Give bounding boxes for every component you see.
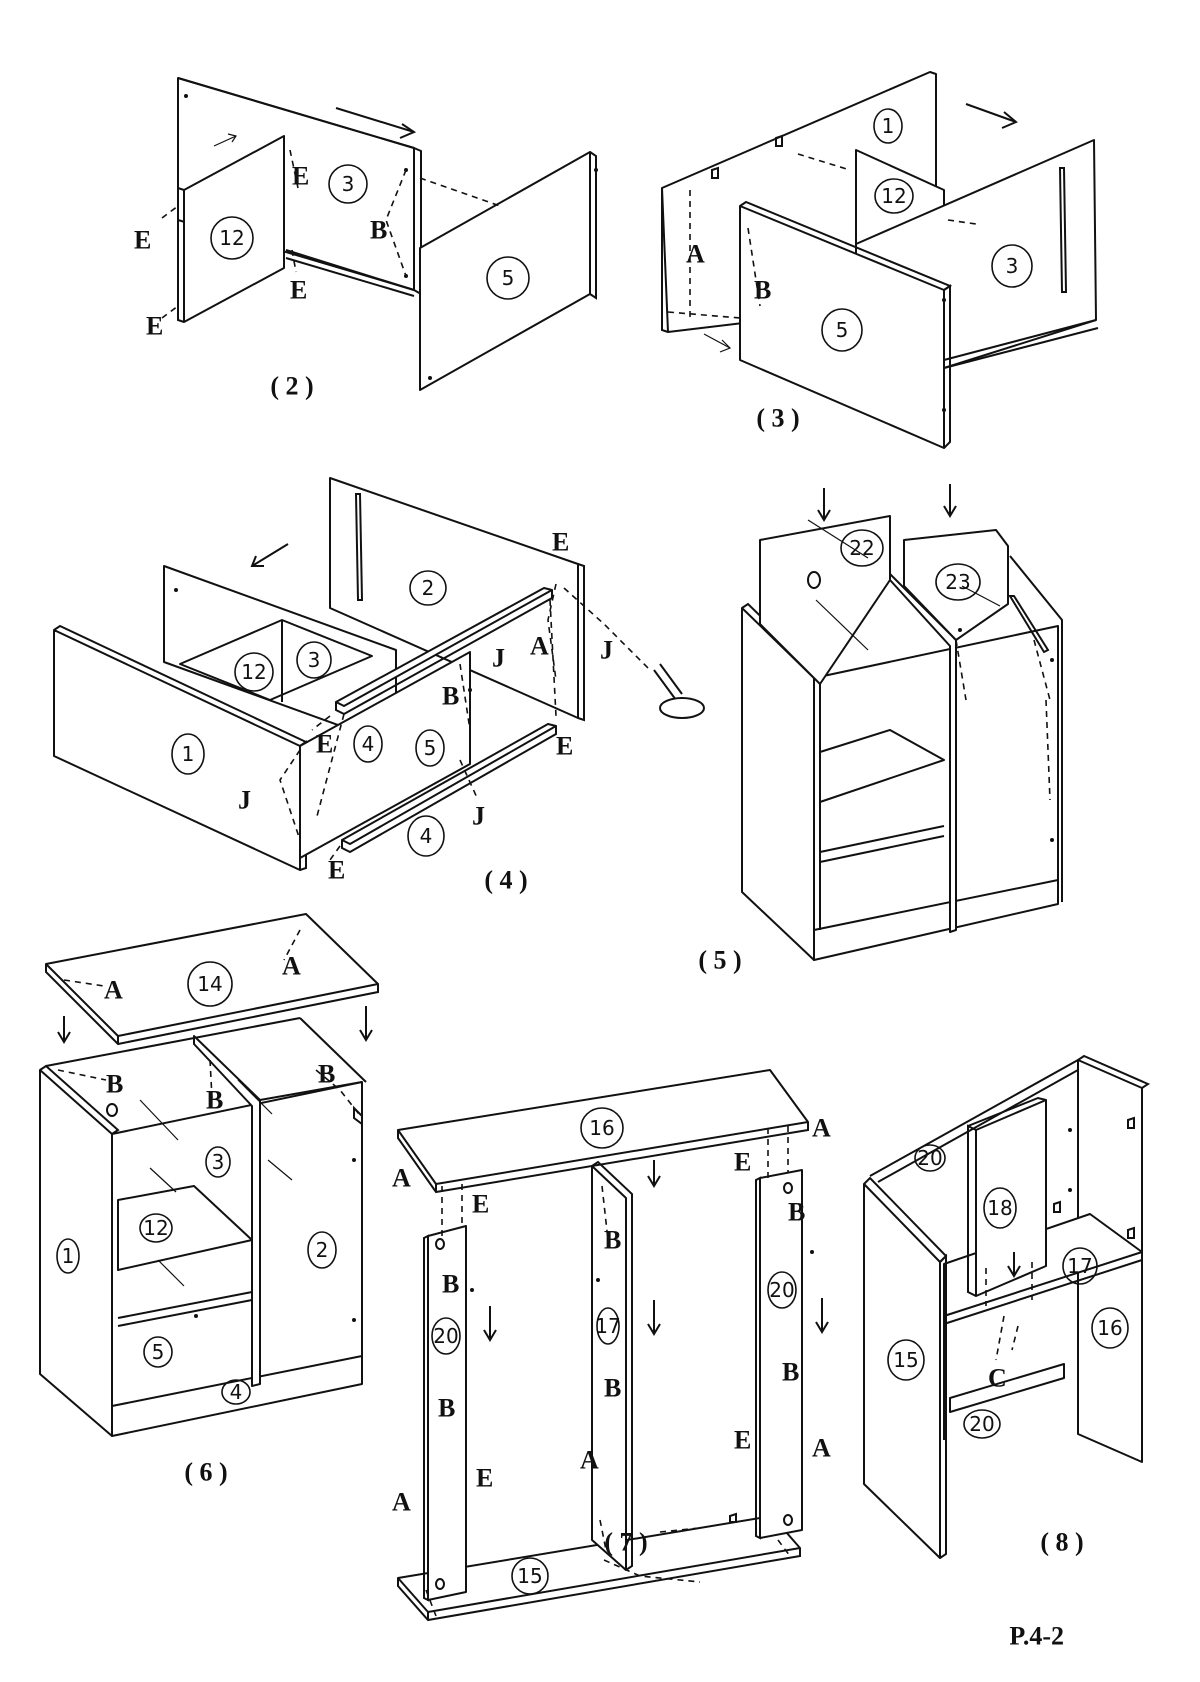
step-6-part-14: 14	[197, 972, 222, 996]
step-2-diagram: 12 3 5 E E E E B ( 2 )	[134, 77, 598, 401]
label-A: A	[686, 240, 705, 269]
label-B: B	[370, 216, 387, 245]
panel-23	[903, 529, 1009, 641]
label-A: A	[104, 976, 123, 1005]
label-E: E	[472, 1190, 489, 1219]
panel-5	[299, 651, 471, 859]
step-3-part-3: 3	[1006, 254, 1019, 278]
step-4-label: ( 4 )	[484, 866, 527, 895]
step-5-part-23: 23	[945, 570, 970, 594]
step-8-part-18: 18	[987, 1196, 1012, 1220]
step-6-part-4: 4	[230, 1380, 243, 1404]
step-6-diagram: 14 1 3 12 2 5 4 A A B B B ( 6 )	[39, 913, 379, 1487]
step-4-part-2: 2	[422, 576, 435, 600]
label-E: E	[134, 226, 151, 255]
step-4-part-4: 4	[420, 824, 433, 848]
label-E: E	[316, 730, 333, 759]
step-7-part-15: 15	[517, 1564, 542, 1588]
label-B: B	[788, 1198, 805, 1227]
step-4-part-3: 3	[308, 648, 321, 672]
step-7-part-20: 20	[769, 1278, 794, 1302]
label-C: C	[988, 1364, 1007, 1393]
label-B: B	[438, 1394, 455, 1423]
step-4-part-5: 5	[424, 736, 437, 760]
step-2-part-3: 3	[342, 172, 355, 196]
step-6-part-12: 12	[143, 1216, 168, 1240]
step-2-label: ( 2 )	[270, 372, 313, 401]
step-8-part-15: 15	[893, 1348, 918, 1372]
label-E: E	[328, 856, 345, 885]
step-6-part-5: 5	[152, 1340, 165, 1364]
step-6-part-2: 2	[316, 1238, 329, 1262]
step-8-part-16: 16	[1097, 1316, 1122, 1340]
label-E: E	[292, 162, 309, 191]
label-J: J	[600, 636, 613, 665]
step-7-part-16: 16	[589, 1116, 614, 1140]
page-number: P.4-2	[1009, 1622, 1064, 1651]
label-B: B	[754, 276, 771, 305]
label-E: E	[476, 1464, 493, 1493]
label-E: E	[552, 528, 569, 557]
step-3-part-12: 12	[881, 184, 906, 208]
step-3-diagram: 1 12 3 5 A B ( 3 )	[661, 71, 1099, 449]
label-E: E	[556, 732, 573, 761]
step-3-part-5: 5	[836, 318, 849, 342]
step-4-diagram: 2 12 3 1 4 5 4 E J A J B E E J J E ( 4 )	[53, 477, 705, 895]
label-A: A	[392, 1164, 411, 1193]
step-6-label: ( 6 )	[184, 1458, 227, 1487]
label-A: A	[812, 1434, 831, 1463]
step-5-label: ( 5 )	[698, 946, 741, 975]
label-J: J	[238, 786, 251, 815]
step-2-part-12: 12	[219, 226, 244, 250]
step-2-part-5: 5	[502, 266, 515, 290]
step-4-part-12: 12	[241, 660, 266, 684]
step-3-part-1: 1	[882, 114, 895, 138]
step-5-part-22: 22	[849, 536, 874, 560]
label-B: B	[442, 682, 459, 711]
step-4-part-1: 1	[182, 742, 195, 766]
label-B: B	[106, 1070, 123, 1099]
step-8-diagram: 20 18 17 15 16 20 C ( 8 )	[863, 1054, 1151, 1559]
label-E: E	[734, 1148, 751, 1177]
label-B: B	[782, 1358, 799, 1387]
panel-1	[39, 1069, 113, 1437]
label-E: E	[290, 276, 307, 305]
step-7-part-20: 20	[433, 1324, 458, 1348]
step-7-label: ( 7 )	[604, 1528, 647, 1557]
step-5-diagram: 22 23 ( 5 )	[698, 484, 1063, 975]
label-E: E	[734, 1426, 751, 1455]
step-6-part-3: 3	[212, 1150, 225, 1174]
step-8-part-20: 20	[969, 1412, 994, 1436]
panel-2	[259, 1081, 363, 1101]
step-3-label: ( 3 )	[756, 404, 799, 433]
label-B: B	[604, 1374, 621, 1403]
step-8-label: ( 8 )	[1040, 1528, 1083, 1557]
step-6-part-1: 1	[62, 1244, 75, 1268]
label-J: J	[492, 644, 505, 673]
panel-22	[759, 515, 891, 685]
step-8-part-17: 17	[1067, 1254, 1092, 1278]
label-B: B	[442, 1270, 459, 1299]
label-B: B	[206, 1086, 223, 1115]
label-B: B	[604, 1226, 621, 1255]
panel-12	[183, 135, 285, 323]
panel-18	[975, 1099, 1047, 1297]
step-8-part-20: 20	[917, 1146, 942, 1170]
label-A: A	[392, 1488, 411, 1517]
label-A: A	[812, 1114, 831, 1143]
step-4-part-4: 4	[362, 732, 375, 756]
label-A: A	[580, 1446, 599, 1475]
step-7-diagram: 16 20 17 20 15 A E A E B B B B B B E A A…	[392, 1069, 831, 1622]
step-7-part-17: 17	[595, 1314, 620, 1338]
label-A: A	[530, 632, 549, 661]
label-B: B	[318, 1060, 335, 1089]
label-A: A	[282, 952, 301, 981]
label-E: E	[146, 312, 163, 341]
label-J: J	[472, 802, 485, 831]
